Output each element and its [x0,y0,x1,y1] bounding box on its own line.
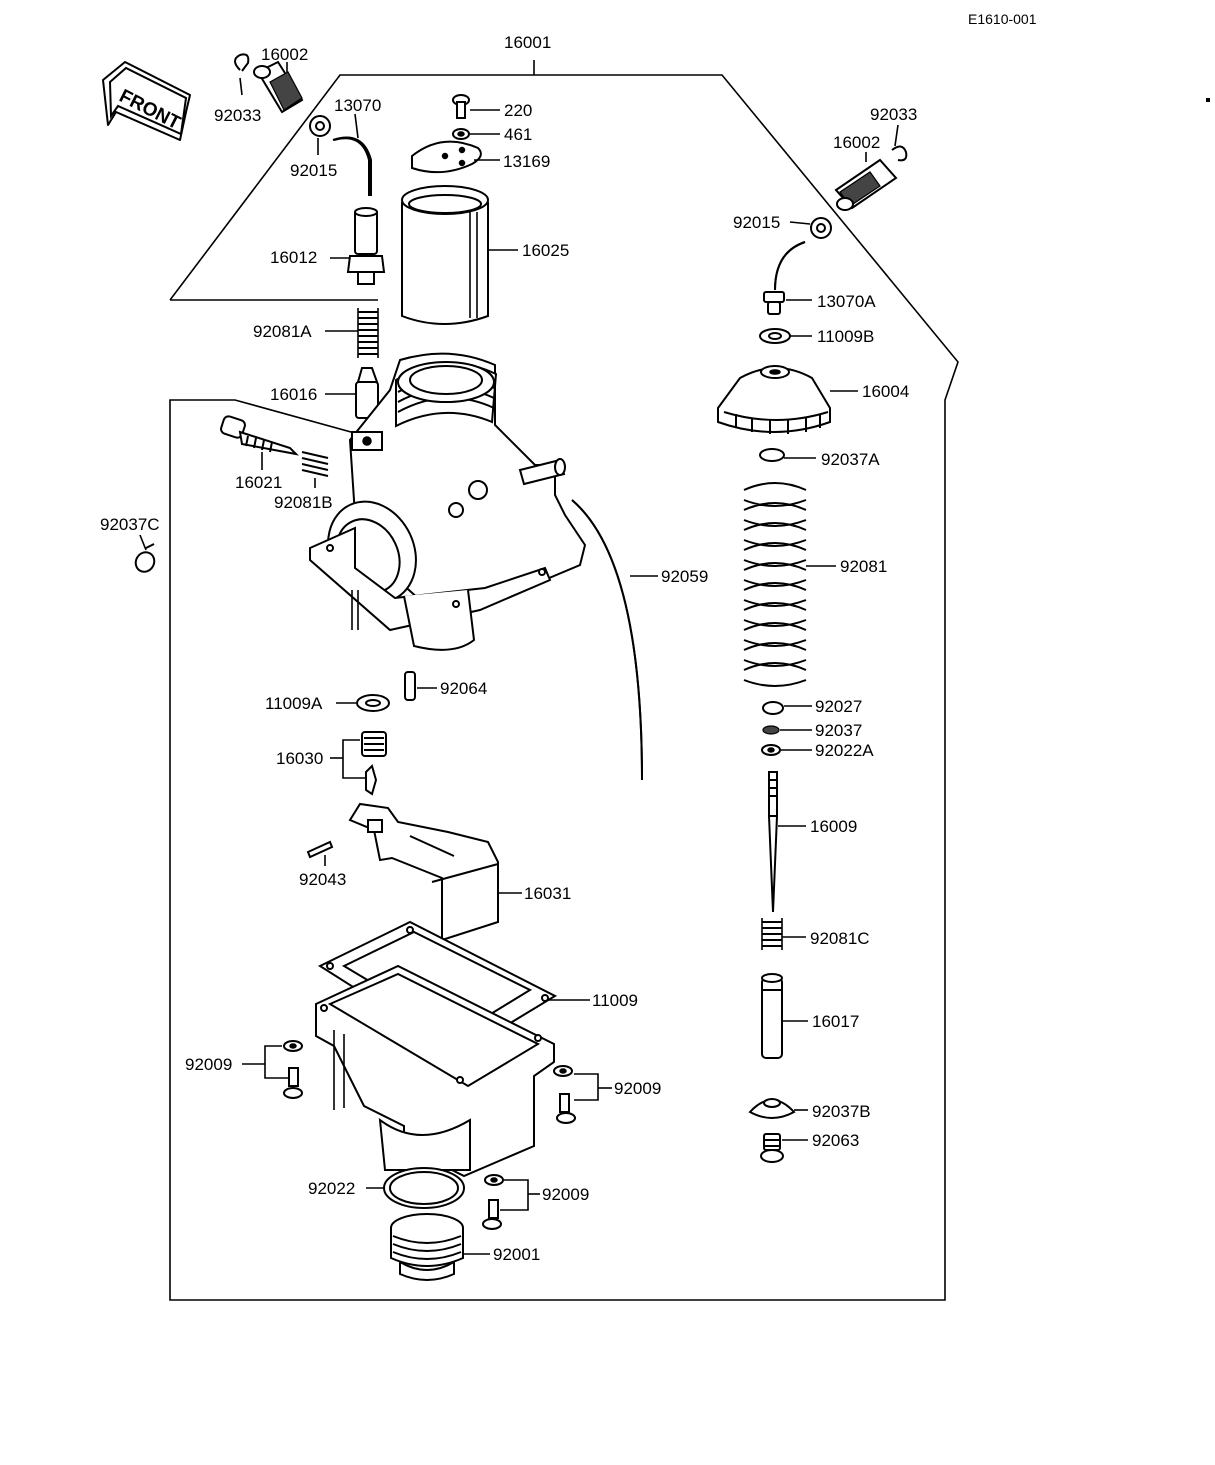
part-label: 16031 [524,884,571,903]
part-label: 11009 [592,991,638,1010]
washer-part-461 [452,128,500,140]
part-label: 13169 [503,152,550,171]
part-label: 92081C [810,929,870,948]
hose-part-92059 [571,499,658,781]
reference-code: E1610-001 [968,11,1037,27]
part-label: 92033 [214,106,261,125]
spring-part-92081A [325,308,379,358]
float-valve-part-16030 [330,731,387,796]
carburetor-body [309,352,587,651]
part-label: 16002 [261,45,308,64]
pipe-part-13070A [763,241,812,315]
part-label: 16025 [522,241,569,260]
part-label: 16001 [504,33,551,52]
plate-part-13169 [411,140,500,174]
part-label: 92037A [821,450,880,469]
nut-part-92015-left [309,115,331,155]
pipe-part-13070 [332,113,372,196]
part-label: 92027 [815,697,862,716]
part-label: 461 [504,125,532,144]
cable-adjuster-part-16002-left [253,60,304,114]
part-label: 92001 [493,1245,540,1264]
clip-part-92037 [762,725,812,735]
part-label: 16016 [270,385,317,404]
part-label: 11009B [817,327,874,346]
jet-part-92064 [404,671,437,701]
holder-part-92037B [748,1098,808,1119]
part-label: 16004 [862,382,909,401]
clip-part-92033-right [891,124,908,162]
part-label: 92009 [614,1079,661,1098]
part-label: 92043 [299,870,346,889]
spring-part-92081C [761,918,806,950]
clip-part-92037C [134,534,156,573]
washer-part-92027 [762,701,812,715]
jet-part-16016 [325,367,379,419]
part-label: 92009 [542,1185,589,1204]
clip-part-92033-left [234,53,250,96]
part-label: 92063 [812,1131,859,1150]
throttle-valve-part-16025 [401,185,518,325]
screw-part-92009-bottom [482,1174,540,1230]
fitting-part-16012 [330,207,386,285]
part-label: 220 [504,101,532,120]
spring-part-92081B [301,451,329,488]
cap-part-16004 [717,365,858,434]
cable-adjuster-part-16002-right [834,152,898,211]
pin-part-92043 [306,840,334,866]
assembly-outline [169,60,959,1301]
air-screw-part-16021 [220,415,299,470]
part-label: 92022A [815,741,874,760]
jet-part-92063 [760,1133,808,1163]
nut-part-92015-right [789,217,832,239]
float-bowl [315,964,555,1178]
part-label: 16030 [276,749,323,768]
part-label: 92037 [815,721,862,740]
part-label: 13070 [334,96,381,115]
part-label: 92015 [290,161,337,180]
part-label: 92081 [840,557,887,576]
screw-part-220 [452,94,500,119]
part-label: 92081A [253,322,312,341]
part-label: 13070A [817,292,876,311]
clip-part-92037A [759,448,816,462]
part-label: 92009 [185,1055,232,1074]
part-label: 92037C [100,515,160,534]
spring-part-92081 [743,482,836,687]
part-label: 92033 [870,105,917,124]
part-label: 92015 [733,213,780,232]
jet-part-16017 [761,973,808,1059]
plug-part-92001 [390,1213,490,1281]
part-label: 16021 [235,473,282,492]
part-label: 92022 [308,1179,355,1198]
part-label: 16009 [810,817,857,836]
screw-part-92009-right [553,1065,612,1124]
washer-part-11009A [336,694,390,712]
dot-mark [1206,98,1210,102]
part-label: 16012 [270,248,317,267]
part-label: 92064 [440,679,487,698]
part-label: 16017 [812,1012,859,1031]
part-label: 92081B [274,493,333,512]
part-label: 92059 [661,567,708,586]
washer-part-11009B [759,328,812,344]
part-label: 11009A [265,694,323,713]
o-ring-part-92022 [366,1167,465,1209]
needle-part-16009 [767,771,806,913]
float-part-16031 [348,802,522,942]
screw-part-92009-left [242,1040,303,1099]
part-labels: 16001 16002 92033 13070 92015 220 461 13… [100,33,917,1264]
part-label: 92037B [812,1102,871,1121]
front-arrow: FRONT [102,61,191,141]
part-label: 16002 [833,133,880,152]
washer-part-92022A [761,744,812,756]
